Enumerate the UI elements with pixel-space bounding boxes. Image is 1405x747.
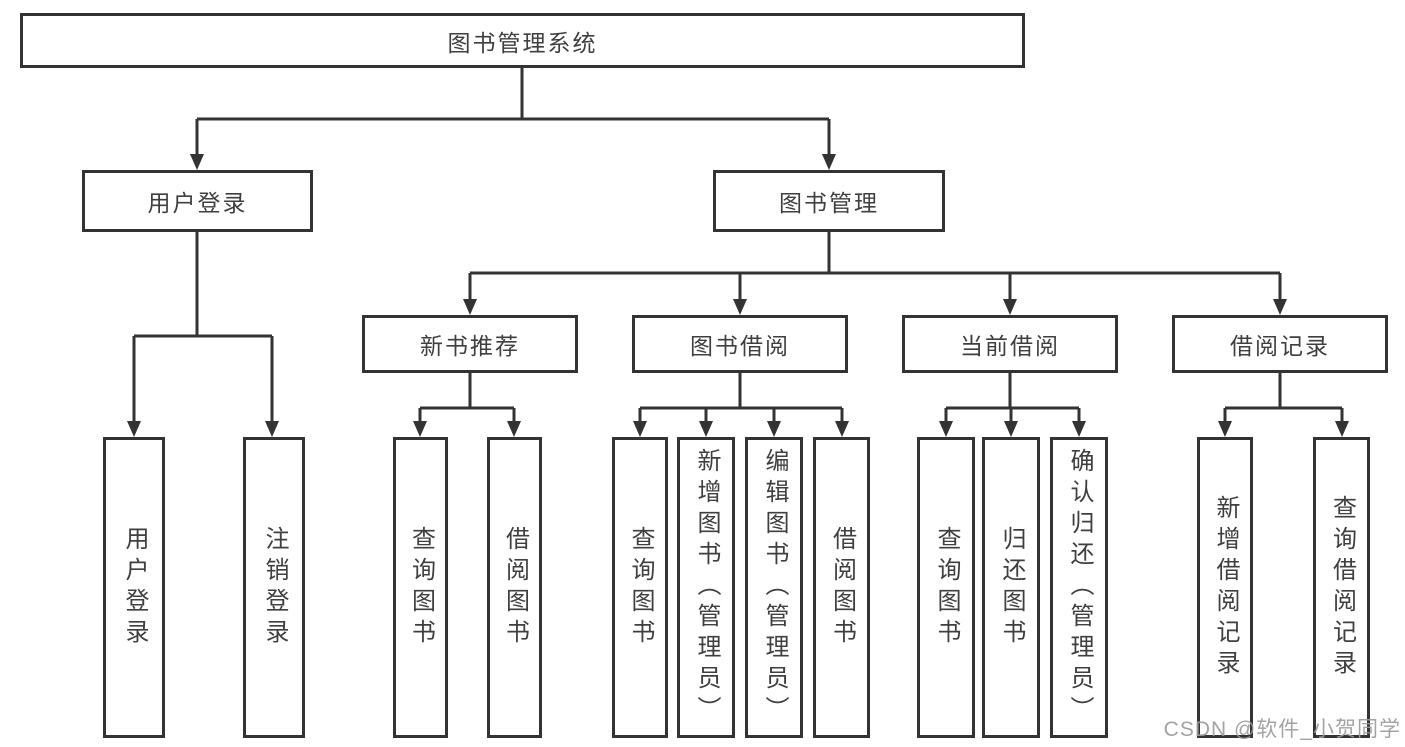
arrowhead-icons xyxy=(127,154,1349,437)
connector-lines xyxy=(132,68,1344,423)
node-leaf-edit-books-admin: 编辑图书（管理员） xyxy=(745,437,803,738)
node-leaf-borrow-books: 借阅图书 xyxy=(813,437,870,738)
node-leaf-return-books: 归还图书 xyxy=(982,437,1040,738)
node-leaf-query-books-current: 查询图书 xyxy=(917,437,975,738)
node-root-library-management-system: 图书管理系统 xyxy=(20,13,1025,68)
node-new-book-recommend: 新书推荐 xyxy=(362,315,578,373)
node-leaf-add-borrow-record: 新增借阅记录 xyxy=(1197,437,1253,738)
node-borrow-records: 借阅记录 xyxy=(1172,315,1388,373)
node-leaf-query-books-borrow: 查询图书 xyxy=(612,437,668,738)
node-user-login: 用户登录 xyxy=(82,170,313,232)
node-leaf-confirm-return-admin: 确认归还（管理员） xyxy=(1050,437,1108,738)
node-leaf-user-login: 用户登录 xyxy=(103,437,165,738)
node-leaf-add-books-admin: 新增图书（管理员） xyxy=(677,437,735,738)
node-current-borrow: 当前借阅 xyxy=(902,315,1118,373)
node-book-management: 图书管理 xyxy=(713,170,945,232)
csdn-watermark: CSDN @软件_小贺同学 xyxy=(1163,718,1401,741)
node-leaf-borrow-books-recommend: 借阅图书 xyxy=(487,437,542,738)
node-leaf-logout: 注销登录 xyxy=(243,437,305,738)
node-leaf-query-borrow-record: 查询借阅记录 xyxy=(1313,437,1370,738)
node-leaf-query-books-recommend: 查询图书 xyxy=(393,437,448,738)
node-book-borrow: 图书借阅 xyxy=(632,315,848,373)
